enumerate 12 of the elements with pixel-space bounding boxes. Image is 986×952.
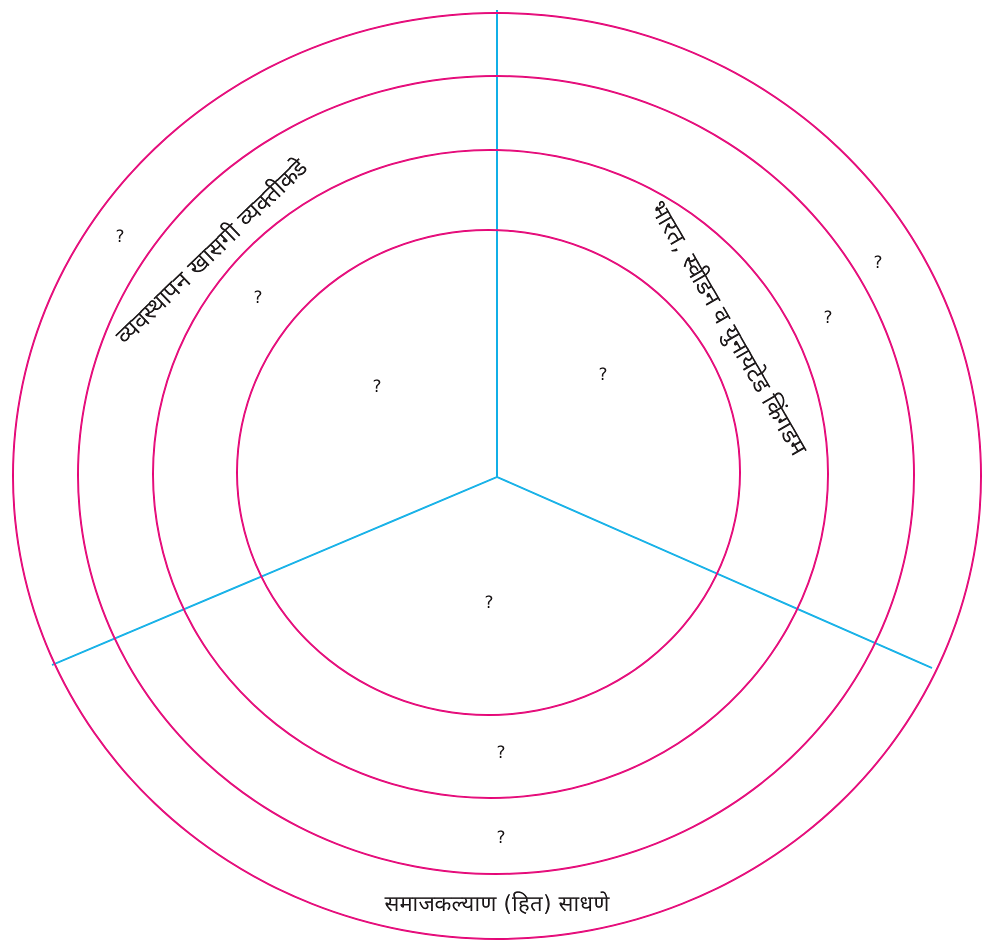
ring-sector-label: ?	[873, 252, 883, 274]
concentric-ring	[12, 12, 982, 940]
ring-sector-label: ?	[496, 828, 506, 848]
ring-sector-label: ?	[598, 364, 608, 386]
ring-sector-label: ?	[823, 308, 833, 328]
ring-sector-label: ?	[484, 592, 494, 614]
ring-sector-label: समाजकल्याण (हित) साधणे	[384, 892, 610, 918]
ring-sector-label: ?	[496, 742, 506, 764]
concentric-ring	[76, 74, 914, 874]
ring-sector-label: ?	[115, 226, 125, 248]
ring-sector-label: ?	[372, 376, 382, 398]
ring-sector-label: ?	[253, 288, 263, 308]
